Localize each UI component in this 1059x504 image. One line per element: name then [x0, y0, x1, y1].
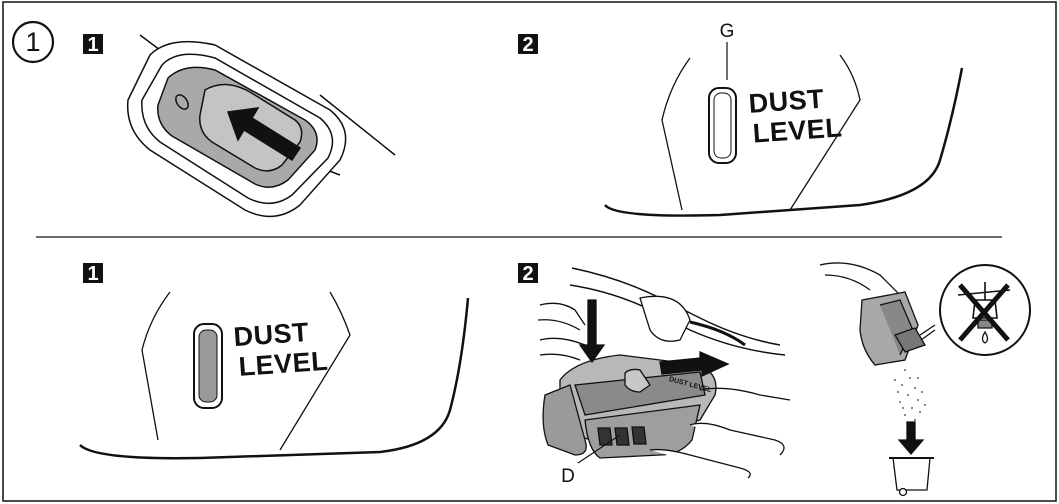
- callout-g-label: G: [720, 21, 735, 42]
- dust-container-removal-illustration: [537, 267, 791, 479]
- top-dust-text-line2: LEVEL: [752, 112, 843, 148]
- figure-number: 1: [25, 27, 40, 57]
- figure-number-badge: 1: [11, 20, 55, 64]
- bottom-step1-number: 1: [87, 263, 98, 285]
- bottom-dust-panel: [79, 291, 470, 460]
- bottom-dust-text-line1: DUST: [233, 317, 310, 352]
- top-step2-badge: 2: [518, 34, 538, 56]
- bottom-step2-badge: 2: [518, 263, 538, 285]
- bottom-step1-badge: 1: [83, 263, 103, 285]
- top-dust-text-line1: DUST: [748, 84, 825, 119]
- emptying-illustration: [819, 262, 1031, 497]
- top-step1-number: 1: [87, 34, 98, 56]
- bottom-dust-text-line2: LEVEL: [238, 346, 329, 382]
- bottom-step2-number: 2: [522, 263, 533, 285]
- top-step1-badge: 1: [83, 34, 103, 56]
- top-dust-panel: [604, 54, 964, 217]
- callout-d-label: D: [561, 466, 575, 487]
- latch-illustration: [126, 34, 396, 218]
- top-step2-number: 2: [522, 34, 533, 56]
